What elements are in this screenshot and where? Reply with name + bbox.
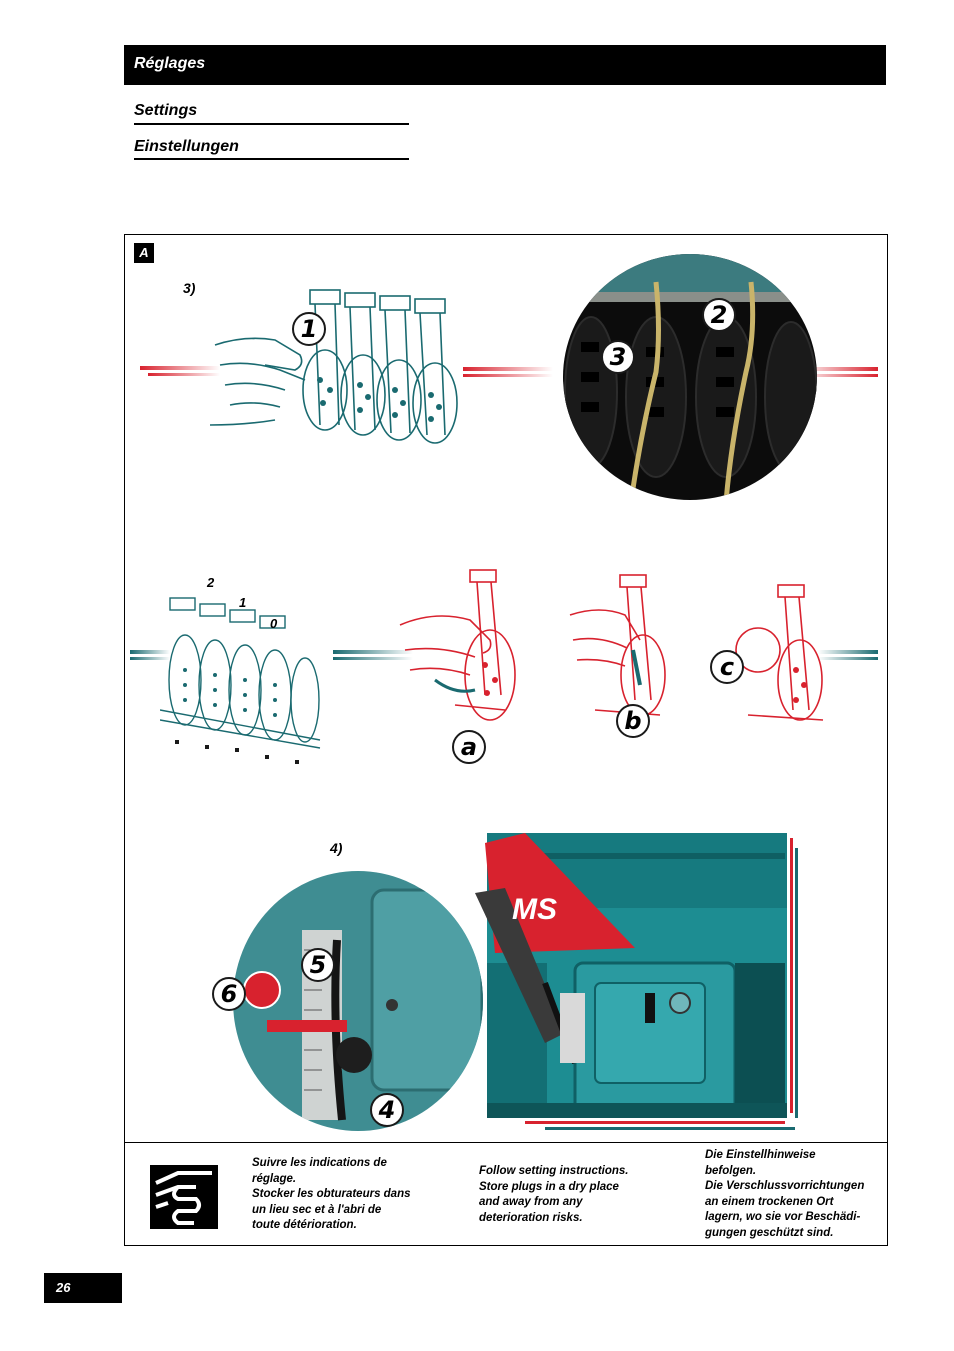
callout-2: 2 [702, 298, 736, 332]
callout-6: 6 [212, 977, 246, 1011]
note-de-line: gungen geschützt sind. [705, 1226, 834, 1239]
section-badge: A [134, 243, 154, 263]
position-0-label: 0 [270, 616, 278, 631]
plug-insert-step-b-illustration [569, 574, 666, 716]
note-en-line: Store plugs in a dry place [479, 1180, 619, 1193]
step-4-label: 4) [330, 840, 343, 856]
subtitle-rule [134, 158, 409, 160]
note-fr-line: un lieu sec et à l'abri de [252, 1203, 382, 1216]
seed-wheel-photo [563, 254, 817, 500]
callout-4: 4 [370, 1093, 404, 1127]
note-de-line: Die Einstellhinweise [705, 1149, 816, 1161]
position-1-label: 1 [239, 595, 247, 610]
note-french: Suivre les indications de réglage. Stock… [252, 1156, 411, 1234]
header-title: Réglages [134, 55, 206, 72]
note-en-line: Follow setting instructions. [479, 1165, 629, 1177]
callout-3: 3 [601, 340, 635, 374]
note-german: Die Einstellhinweise befolgen. Die Versc… [705, 1148, 864, 1241]
illustration-frame [124, 234, 888, 1246]
red-stripes-row1 [140, 366, 878, 377]
note-de-line: Die Verschlussvorrichtungen [705, 1180, 865, 1192]
note-en-line: and away from any [479, 1196, 583, 1208]
note-de-line: lagern, wo sie vor Beschädi- [705, 1211, 861, 1223]
gearbox-scale-photo [233, 871, 483, 1131]
callout-1: 1 [292, 312, 326, 346]
metering-unit-hand-illustration [209, 289, 458, 444]
callout-b: b [616, 704, 650, 738]
callout-c: c [710, 650, 744, 684]
setting-positions-illustration [160, 597, 321, 764]
teal-stripes-row2 [130, 650, 878, 660]
step-3-label: 3) [183, 280, 196, 296]
position-2-label: 2 [207, 575, 215, 590]
note-de-line: befolgen. [705, 1164, 757, 1177]
callout-5: 5 [301, 948, 335, 982]
subtitle-rule [134, 123, 409, 125]
subtitle-settings: Settings [134, 102, 198, 119]
frame-divider [124, 1142, 888, 1143]
machine-ms-photo [475, 833, 798, 1130]
plug-insert-step-a-illustration [399, 569, 516, 721]
page-number: 26 [44, 1273, 122, 1303]
note-english: Follow setting instructions. Store plugs… [479, 1164, 629, 1226]
note-fr-line: réglage. [252, 1172, 297, 1185]
callout-a: a [452, 730, 486, 764]
plug-insert-step-c-illustration [735, 584, 824, 721]
note-fr-line: Suivre les indications de [252, 1157, 387, 1169]
note-fr-line: toute détérioration. [252, 1219, 357, 1231]
ms-brand-label: MS [512, 893, 557, 926]
hand-pointer-icon [150, 1165, 218, 1229]
subtitle-einstellungen: Einstellungen [134, 138, 239, 155]
note-fr-line: Stocker les obturateurs dans [252, 1188, 411, 1200]
note-en-line: deterioration risks. [479, 1211, 583, 1224]
note-de-line: an einem trockenen Ort [705, 1195, 834, 1208]
header-bar: Réglages [124, 45, 886, 85]
